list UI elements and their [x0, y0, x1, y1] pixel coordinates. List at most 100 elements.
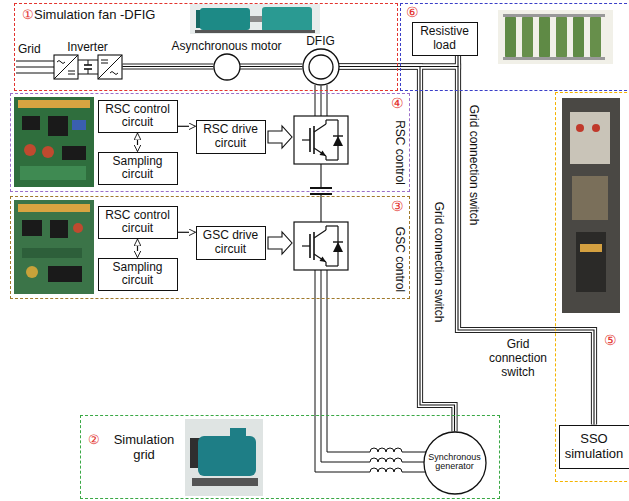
- machine-circle-outline: [214, 54, 240, 80]
- gsc-board-photo: [26, 266, 38, 278]
- machine-outline: [302, 48, 340, 86]
- sso-device-photo: [572, 176, 608, 220]
- generator-label: Synchronous generator: [428, 453, 482, 473]
- box-label: RSC drive circuit: [201, 123, 261, 151]
- rotor-wires: [315, 85, 327, 116]
- signal-arrow: [137, 133, 138, 151]
- callout-number: ④: [391, 96, 404, 111]
- rsc-board-photo: [48, 116, 68, 136]
- generator-photo: [192, 478, 258, 486]
- gsc-board-photo: [14, 200, 94, 294]
- motor-photo: [190, 4, 320, 34]
- region-title: Simulation grid: [106, 432, 182, 462]
- wire-casing-layer: [123, 56, 595, 432]
- rsc-board-photo: [72, 120, 86, 130]
- rsc-board-photo: [14, 97, 94, 187]
- rsc-board-photo: [42, 146, 54, 158]
- gsc-board-photo: [14, 200, 94, 294]
- grid-wires: [16, 73, 55, 74]
- converter-symbol: Inverter: [53, 40, 123, 80]
- region-title: ①Simulation fan -DFIG: [22, 7, 155, 22]
- rsc-board-photo: [24, 144, 36, 156]
- power-wire: [339, 67, 455, 432]
- connector-group: [123, 56, 595, 432]
- resistor-photo: [573, 16, 584, 58]
- resistor-photo: [498, 10, 613, 64]
- rsc-board-photo: [22, 116, 40, 130]
- motor-photo: [262, 7, 312, 32]
- generator-circle: Synchronous generator: [423, 431, 487, 495]
- machine-circle: Asynchronous motor: [172, 39, 282, 81]
- process-box: RSC drive circuit: [196, 120, 266, 154]
- dashed-region: ④ RSC control RSC control circuitSampling …: [10, 93, 410, 192]
- generator-photo: [185, 419, 263, 496]
- process-box: RSC control circuit: [98, 100, 178, 134]
- gsc-board-photo: [22, 248, 82, 258]
- dashed-region: ⑥ Resistive load: [400, 3, 629, 91]
- resistor-photo: [590, 16, 601, 58]
- region-title: GSC control: [392, 226, 407, 291]
- sso-device-photo: [570, 112, 610, 164]
- sso-device-photo: [576, 232, 606, 292]
- converter-symbol-outline: [53, 54, 123, 80]
- signal-arrow: [178, 126, 196, 127]
- filter-inductor-wires: [315, 270, 426, 472]
- power-wire: [339, 56, 459, 67]
- sso-device-photo: [562, 98, 620, 313]
- filter-inductor-wires: [315, 270, 425, 472]
- rsc-board-photo: [62, 146, 86, 160]
- resistor-photo: [522, 16, 533, 58]
- callout-number: ②: [88, 432, 100, 447]
- resistor-photo: [503, 14, 605, 17]
- motor-photo: [250, 16, 262, 22]
- rotor-ring: [309, 55, 333, 79]
- box-label: Sampling circuit: [103, 155, 173, 183]
- dashed-region: ⑤SSO simulation: [555, 92, 629, 482]
- signal-arrow: [137, 239, 138, 257]
- gsc-board-photo: [48, 266, 82, 282]
- dc-link-capacitor: [310, 164, 332, 222]
- region-title: RSC control: [391, 120, 406, 185]
- gsc-board-photo: [22, 220, 42, 236]
- process-box: Sampling circuit: [98, 152, 178, 186]
- motor-photo: [195, 30, 315, 33]
- process-box: GSC drive circuit: [196, 226, 266, 260]
- callout-number: ③: [391, 199, 404, 214]
- resistor-photo: [539, 16, 550, 58]
- rsc-board-photo: [20, 166, 86, 180]
- callout-number: ⑥: [406, 5, 419, 20]
- rotor-wires: [327, 85, 328, 116]
- box-label: Sampling circuit: [103, 261, 173, 289]
- wire-casing: [240, 63, 303, 69]
- callout-number: ⑤: [604, 333, 617, 348]
- process-box: Resistive load: [412, 22, 478, 56]
- dc-link-capacitor: [310, 187, 332, 189]
- dashed-region: ①Simulation fan -DFIG Inverter Asynchronou…: [14, 3, 398, 91]
- motor-photo: [190, 4, 320, 34]
- rotor-wires: [315, 85, 316, 116]
- process-box: Sampling circuit: [98, 258, 178, 292]
- switch-label: Grid connection switch: [432, 201, 446, 324]
- sso-device-photo: [592, 124, 600, 132]
- grid-wires: [16, 67, 55, 68]
- gsc-converter: [294, 222, 348, 270]
- box-label: RSC control circuit: [103, 103, 173, 131]
- machine-circle: DFIG: [302, 34, 340, 86]
- wire-casing: [240, 64, 303, 68]
- sso-device-photo: [576, 124, 584, 132]
- gsc-board-photo: [18, 204, 90, 212]
- dashed-region: ③ GSC control RSC control circuitSampling …: [10, 196, 410, 299]
- dc-link-capacitor: [320, 164, 321, 188]
- rsc-board-photo: [18, 100, 90, 108]
- resistor-photo: [503, 57, 605, 60]
- sso-device-photo: [580, 244, 602, 252]
- switch-label: Grid connection switch: [467, 104, 481, 227]
- machine-label: Asynchronous motor: [172, 39, 282, 53]
- generator-photo: [185, 419, 263, 496]
- wire-casing: [123, 64, 214, 68]
- filter-inductor-wires: [327, 270, 426, 452]
- machine-label: DFIG: [306, 34, 335, 48]
- box-label: RSC control circuit: [103, 209, 173, 237]
- wire-casing: [123, 63, 214, 69]
